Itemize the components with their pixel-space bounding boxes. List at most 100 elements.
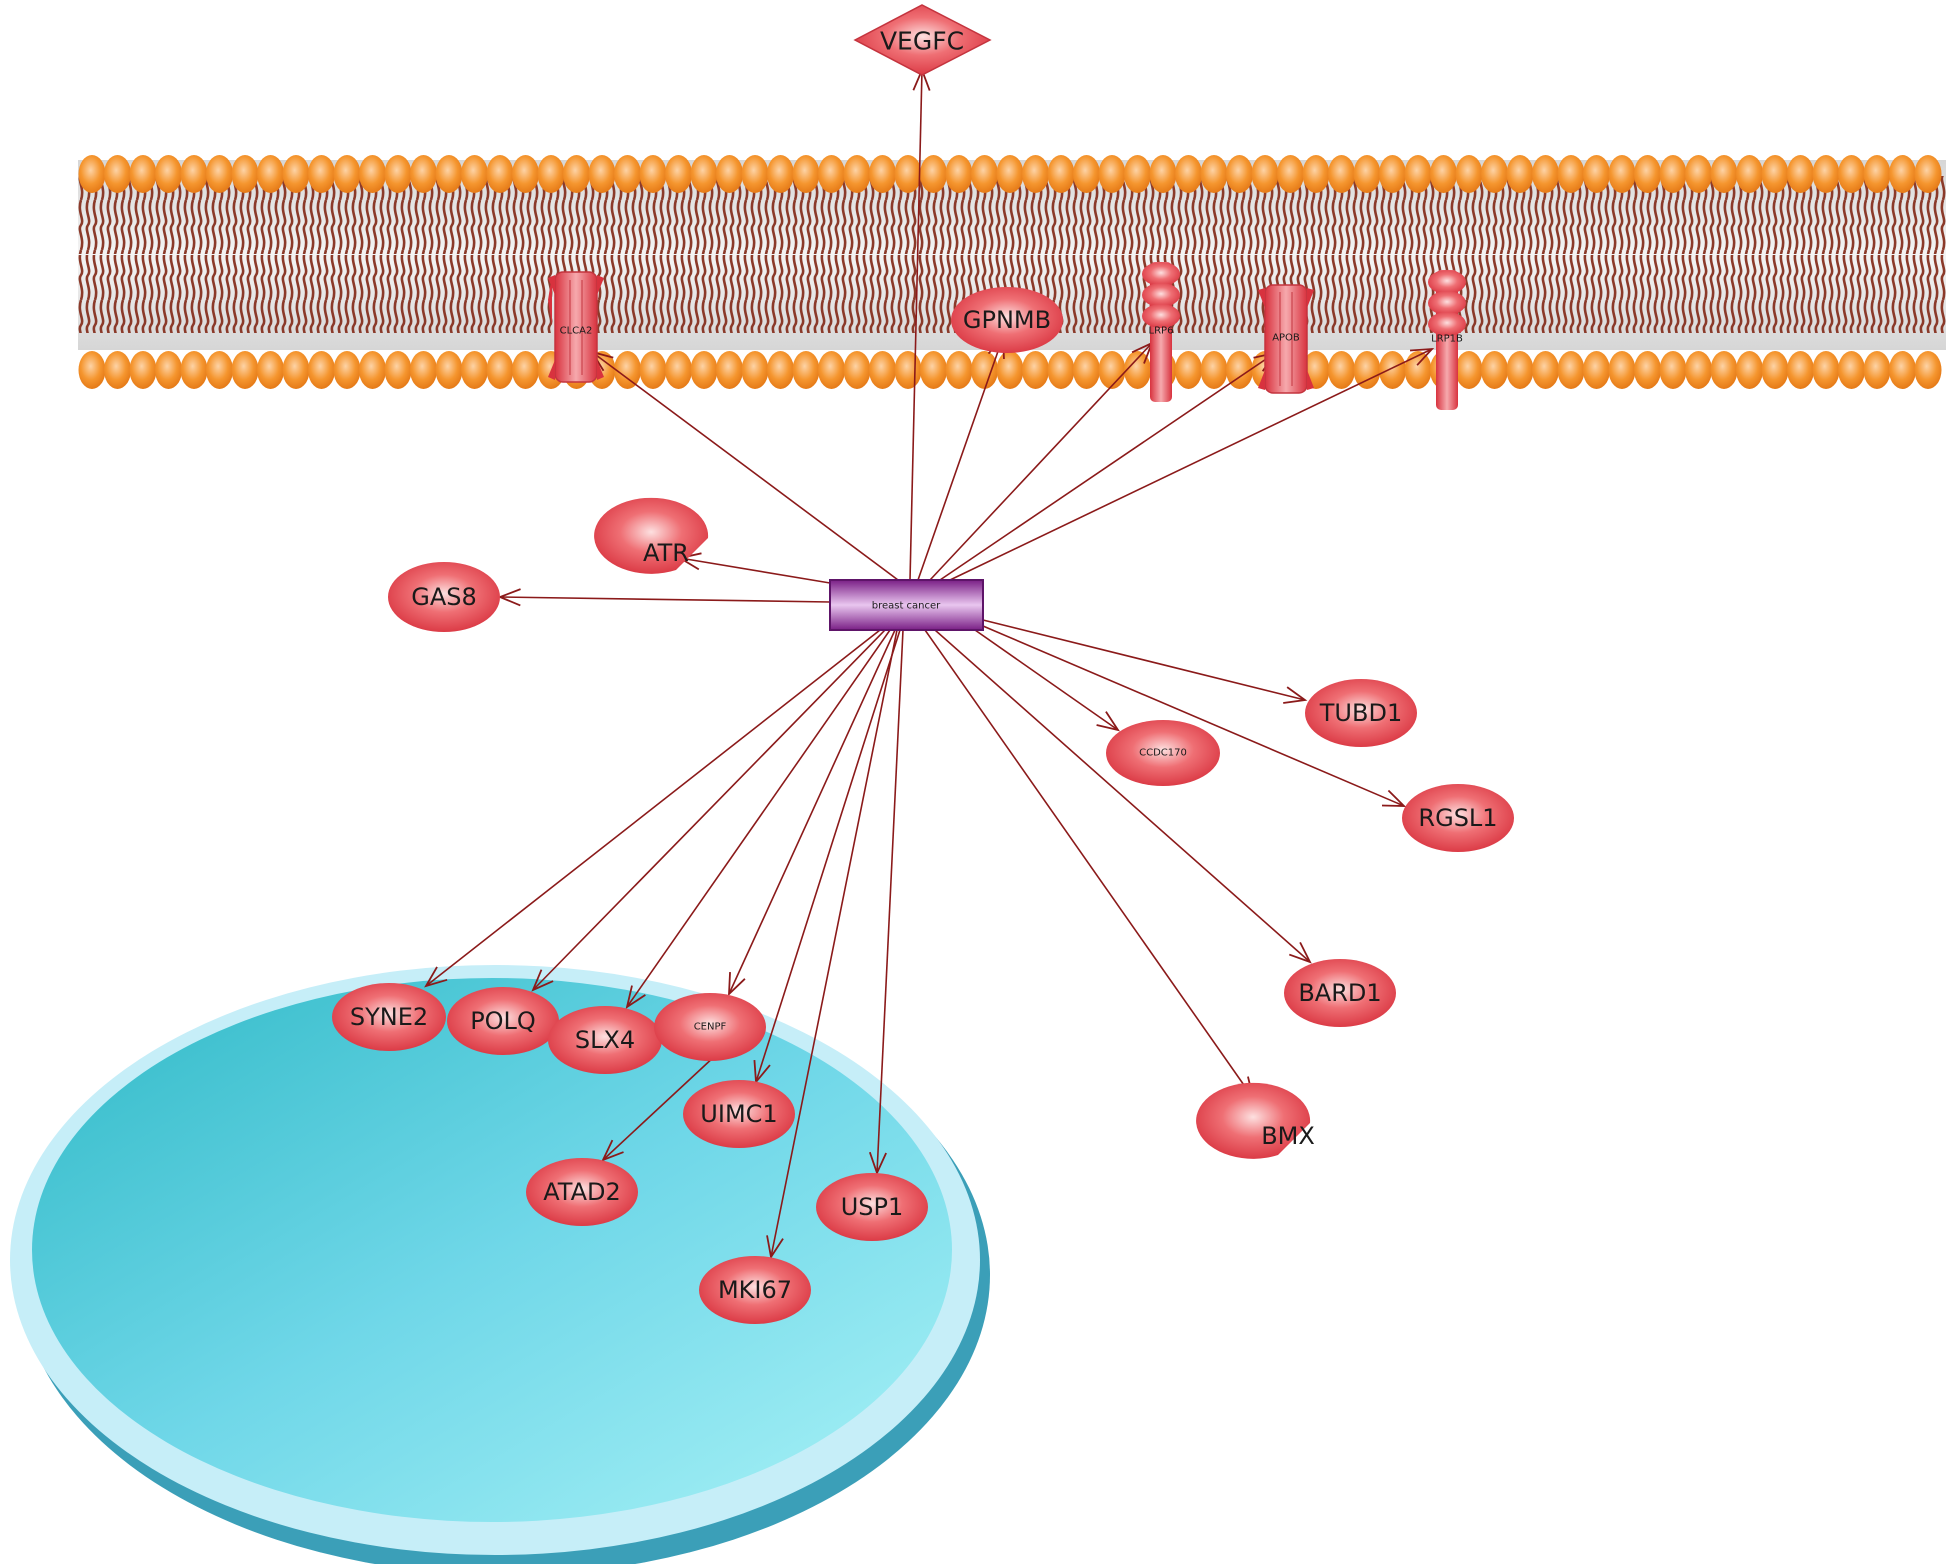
membrane-head: [818, 155, 845, 193]
membrane-head: [1149, 155, 1177, 193]
membrane-head: [359, 351, 386, 389]
node-vegfc[interactable]: VEGFC: [853, 4, 992, 76]
node-atr[interactable]: ATR: [594, 497, 709, 574]
membrane-head: [1200, 155, 1228, 193]
membrane-head: [1200, 351, 1228, 389]
membrane-head: [1481, 351, 1508, 389]
arrowhead-lrp1b: [1409, 347, 1435, 366]
membrane-heads-outer: [78, 155, 1942, 193]
membrane-head: [1685, 351, 1712, 389]
membrane-head: [843, 155, 871, 193]
cell-membrane: [78, 155, 1946, 389]
membrane-head: [410, 351, 437, 389]
membrane-head: [1736, 351, 1763, 389]
membrane-head: [792, 155, 820, 193]
membrane-head: [435, 351, 463, 389]
node-uimc1[interactable]: UIMC1: [683, 1080, 795, 1148]
node-gas8[interactable]: GAS8: [388, 562, 500, 632]
node-bard1[interactable]: BARD1: [1284, 959, 1396, 1027]
membrane-head: [1353, 155, 1381, 193]
membrane-head: [1124, 155, 1151, 193]
membrane-head: [129, 155, 157, 193]
membrane-head: [792, 351, 820, 389]
node-ccdc170[interactable]: CCDC170: [1106, 720, 1220, 786]
membrane-head: [1634, 351, 1661, 389]
membrane-head: [537, 155, 565, 193]
node-polq[interactable]: POLQ: [447, 987, 559, 1055]
membrane-head: [1761, 351, 1789, 389]
membrane-head: [1022, 155, 1049, 193]
node-gpnmb-label: GPNMB: [963, 306, 1051, 334]
membrane-head: [206, 155, 233, 193]
membrane-head: [716, 351, 743, 389]
arrowhead-cenpf: [727, 971, 746, 997]
node-gpnmb[interactable]: GPNMB: [951, 287, 1063, 353]
membrane-head: [614, 351, 641, 389]
edge-atad2: [602, 1054, 717, 1161]
membrane-head: [1175, 155, 1202, 193]
node-bmx-label: BMX: [1261, 1122, 1315, 1150]
membrane-head: [1608, 351, 1636, 389]
membrane-head: [104, 351, 131, 389]
node-clca2[interactable]: CLCA2: [548, 271, 604, 383]
edge-apob: [939, 352, 1276, 581]
membrane-head: [971, 155, 998, 193]
membrane-head: [104, 155, 131, 193]
edge-gpnmb: [917, 336, 1004, 581]
membrane-head: [1302, 155, 1330, 193]
arrowhead-usp1: [868, 1151, 887, 1176]
node-cenpf[interactable]: CENPF: [654, 993, 766, 1061]
node-uimc1-label: UIMC1: [700, 1100, 777, 1128]
edge-bmx: [924, 629, 1254, 1099]
edge-usp1: [876, 629, 904, 1174]
membrane-head: [435, 155, 463, 193]
membrane-head: [563, 155, 590, 193]
membrane-head: [588, 155, 616, 193]
membrane-head: [1710, 155, 1738, 193]
edge-vegfc: [909, 69, 923, 581]
membrane-head: [1226, 155, 1253, 193]
node-bmx[interactable]: BMX: [1196, 1082, 1315, 1159]
membrane-head: [945, 155, 973, 193]
membrane-head: [1914, 351, 1942, 389]
hub-label: breast cancer: [872, 601, 941, 612]
membrane-head: [1659, 351, 1687, 389]
membrane-head: [180, 155, 208, 193]
membrane-head: [843, 351, 871, 389]
membrane-head: [1532, 351, 1559, 389]
membrane-head: [894, 351, 922, 389]
node-tubd1[interactable]: TUBD1: [1305, 679, 1417, 747]
hub-breast-cancer[interactable]: breast cancer: [829, 579, 984, 631]
membrane-head: [486, 155, 514, 193]
membrane-head: [333, 155, 361, 193]
membrane-head: [282, 351, 310, 389]
membrane-head: [1455, 351, 1483, 389]
edge-polq: [532, 629, 886, 991]
node-tubd1-label: TUBD1: [1319, 699, 1402, 727]
node-slx4[interactable]: SLX4: [548, 1006, 662, 1074]
node-rgsl1[interactable]: RGSL1: [1402, 784, 1514, 852]
node-syne2-label: SYNE2: [350, 1003, 428, 1031]
membrane-head: [333, 351, 361, 389]
node-lrp6[interactable]: LRP6: [1142, 262, 1180, 402]
membrane-head: [231, 155, 259, 193]
node-apob[interactable]: APOB: [1258, 284, 1314, 394]
arrowhead-polq: [531, 969, 554, 992]
node-mki67-label: MKI67: [718, 1276, 792, 1304]
membrane-head: [869, 351, 896, 389]
membrane-head: [716, 155, 743, 193]
node-bard1-label: BARD1: [1298, 979, 1381, 1007]
membrane-head: [767, 155, 794, 193]
arrowhead-tubd1: [1283, 686, 1308, 704]
membrane-head: [1251, 155, 1279, 193]
node-usp1[interactable]: USP1: [816, 1173, 928, 1241]
membrane-head: [665, 155, 692, 193]
node-lrp1b[interactable]: LRP1B: [1428, 270, 1466, 410]
membrane-head: [1022, 351, 1049, 389]
node-mki67[interactable]: MKI67: [699, 1256, 811, 1324]
membrane-head: [1812, 155, 1840, 193]
node-atad2[interactable]: ATAD2: [526, 1158, 638, 1226]
node-syne2[interactable]: SYNE2: [332, 983, 446, 1051]
membrane-head: [945, 351, 973, 389]
